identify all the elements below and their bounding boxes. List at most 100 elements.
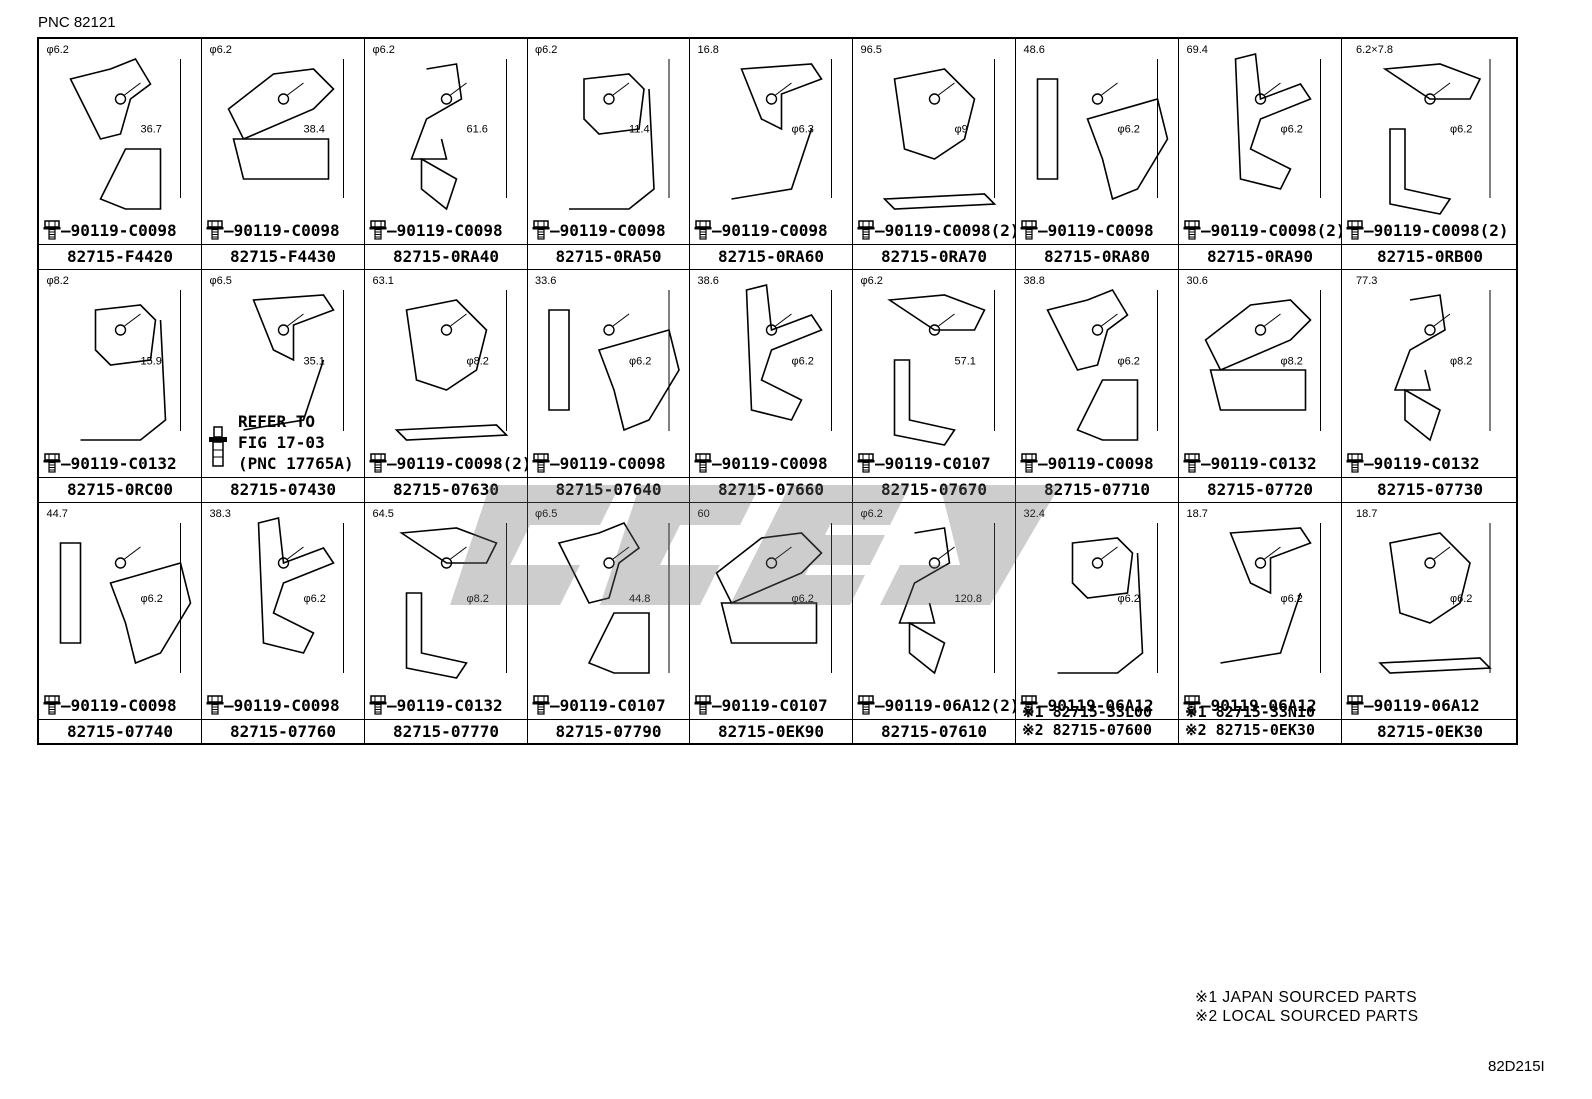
footnotes: ※1 JAPAN SOURCED PARTS ※2 LOCAL SOURCED … [1195, 988, 1419, 1026]
bolt-callout: —90119-C0098 [532, 453, 666, 473]
mounting-hole [928, 93, 941, 105]
bracket-drawing: 6.2×7.8φ6.2 [1356, 44, 1491, 215]
mounting-hole [1424, 93, 1436, 105]
bolt-icon [532, 453, 550, 473]
bracket-drawing: φ6.257.1 [861, 275, 995, 446]
part-number: 82715-07770 [393, 722, 499, 741]
bolt-icon [694, 453, 712, 473]
refer-line: REFER TO [238, 412, 316, 431]
part-cell: 32.4φ6.2—90119-06A12※1 82715-33L00※2 827… [1016, 503, 1179, 745]
bolt-part-number: —90119-C0098 [1038, 454, 1154, 473]
mounting-hole [1254, 324, 1267, 336]
watermark-logo [450, 485, 1060, 605]
mounting-hole [928, 324, 941, 336]
leader-line [1101, 82, 1118, 96]
bracket-drawing: φ6.211.4 [535, 44, 670, 210]
mounting-hole [114, 93, 127, 105]
leader-line [775, 82, 792, 96]
mounting-hole [1091, 557, 1104, 569]
part-number-japan: ※1 82715-33N10 [1185, 703, 1315, 721]
bracket-drawing: 96.5φ9 [861, 44, 997, 210]
bolt-icon [532, 695, 550, 715]
bolt-callout: —90119-06A12 [1346, 695, 1480, 715]
bracket-outline [557, 522, 650, 674]
bolt-callout: —90119-C0098 [206, 695, 340, 715]
part-number: 82715-F4430 [230, 247, 336, 266]
dimension-label: φ6.5 [535, 508, 557, 520]
part-number: 82715-0RA80 [1044, 247, 1150, 266]
band-separator [1342, 719, 1518, 720]
part-number-local: ※2 82715-07600 [1022, 721, 1152, 739]
bracket-outline [399, 527, 498, 679]
bracket-outline [69, 58, 162, 210]
dimension-label: φ8.2 [1281, 356, 1303, 368]
bolt-part-number: —90119-C0098(2) [875, 221, 1016, 240]
part-number: 82715-0RC00 [67, 480, 173, 499]
part-number: 82715-07670 [881, 480, 987, 499]
bolt-callout: —90119-C0098 [43, 220, 177, 240]
mounting-hole [1254, 557, 1267, 569]
dimension-label: 61.6 [467, 124, 488, 136]
dimension-label: φ8.2 [47, 275, 69, 287]
bolt-icon [1020, 220, 1038, 240]
bolt-callout: —90119-06A12 [1183, 695, 1317, 715]
dimension-label: 63.1 [373, 275, 394, 287]
dimension-label: φ6.2 [1281, 124, 1303, 136]
bolt-icon [43, 453, 61, 473]
bolt-icon [694, 220, 712, 240]
bolt-callout: —90119-C0107 [532, 695, 666, 715]
part-number: 82715-0RA50 [555, 247, 662, 266]
band-separator [1016, 244, 1178, 245]
mounting-hole [603, 324, 615, 336]
bracket-drawing: 30.6φ8.2 [1187, 275, 1321, 431]
mounting-hole [440, 324, 453, 336]
bolt-part-number: —90119-C0098 [712, 454, 828, 473]
part-number: 82715-0RA40 [393, 247, 499, 266]
bracket-drawing: 16.8φ6.3 [698, 44, 832, 200]
dimension-label: φ6.2 [210, 44, 232, 56]
bracket-outline [80, 304, 167, 441]
bolt-part-number: —90119-C0098 [61, 696, 177, 715]
part-number: 82715-0RA60 [718, 247, 824, 266]
bolt-icon [1020, 695, 1038, 715]
bolt-callout: —90119-C0098 [694, 220, 828, 240]
bracket-drawing: 18.7φ6.2 [1356, 508, 1492, 674]
bolt-callout: —90119-06A12(2) [857, 695, 1015, 715]
band-separator [1016, 477, 1178, 478]
band-separator [202, 477, 364, 478]
leader-line [450, 313, 467, 327]
bracket-outline [1057, 537, 1144, 674]
bolt-callout: —90119-C0098(2) [857, 220, 1016, 240]
part-number: 82715-07790 [555, 722, 662, 741]
part-number: 82715-07640 [528, 480, 689, 500]
bolt-callout: —90119-06A12 [1020, 695, 1154, 715]
leader-line [938, 313, 955, 327]
part-number: 82715-0RA90 [1207, 247, 1313, 266]
bracket-outline [1204, 299, 1312, 411]
mounting-hole [1091, 93, 1104, 105]
bolt-callout: —90119-C0098 [1020, 220, 1154, 240]
mounting-hole [1254, 93, 1267, 105]
bolt-part-number: —90119-C0107 [712, 696, 828, 715]
leader-line [775, 546, 792, 560]
bolt-callout: —90119-C0098 [369, 220, 503, 240]
dimension-label: φ8.2 [1450, 356, 1472, 368]
leader-line [1433, 313, 1451, 327]
leader-line [1101, 313, 1118, 327]
dimension-label: 35.1 [304, 356, 325, 368]
dimension-label: φ6.2 [861, 275, 883, 287]
band-separator [853, 719, 1015, 720]
band-separator [1179, 477, 1341, 478]
band-separator [1179, 719, 1341, 720]
bracket-outline [1220, 527, 1312, 664]
bolt-callout: —90119-C0098(2) [1183, 220, 1341, 240]
